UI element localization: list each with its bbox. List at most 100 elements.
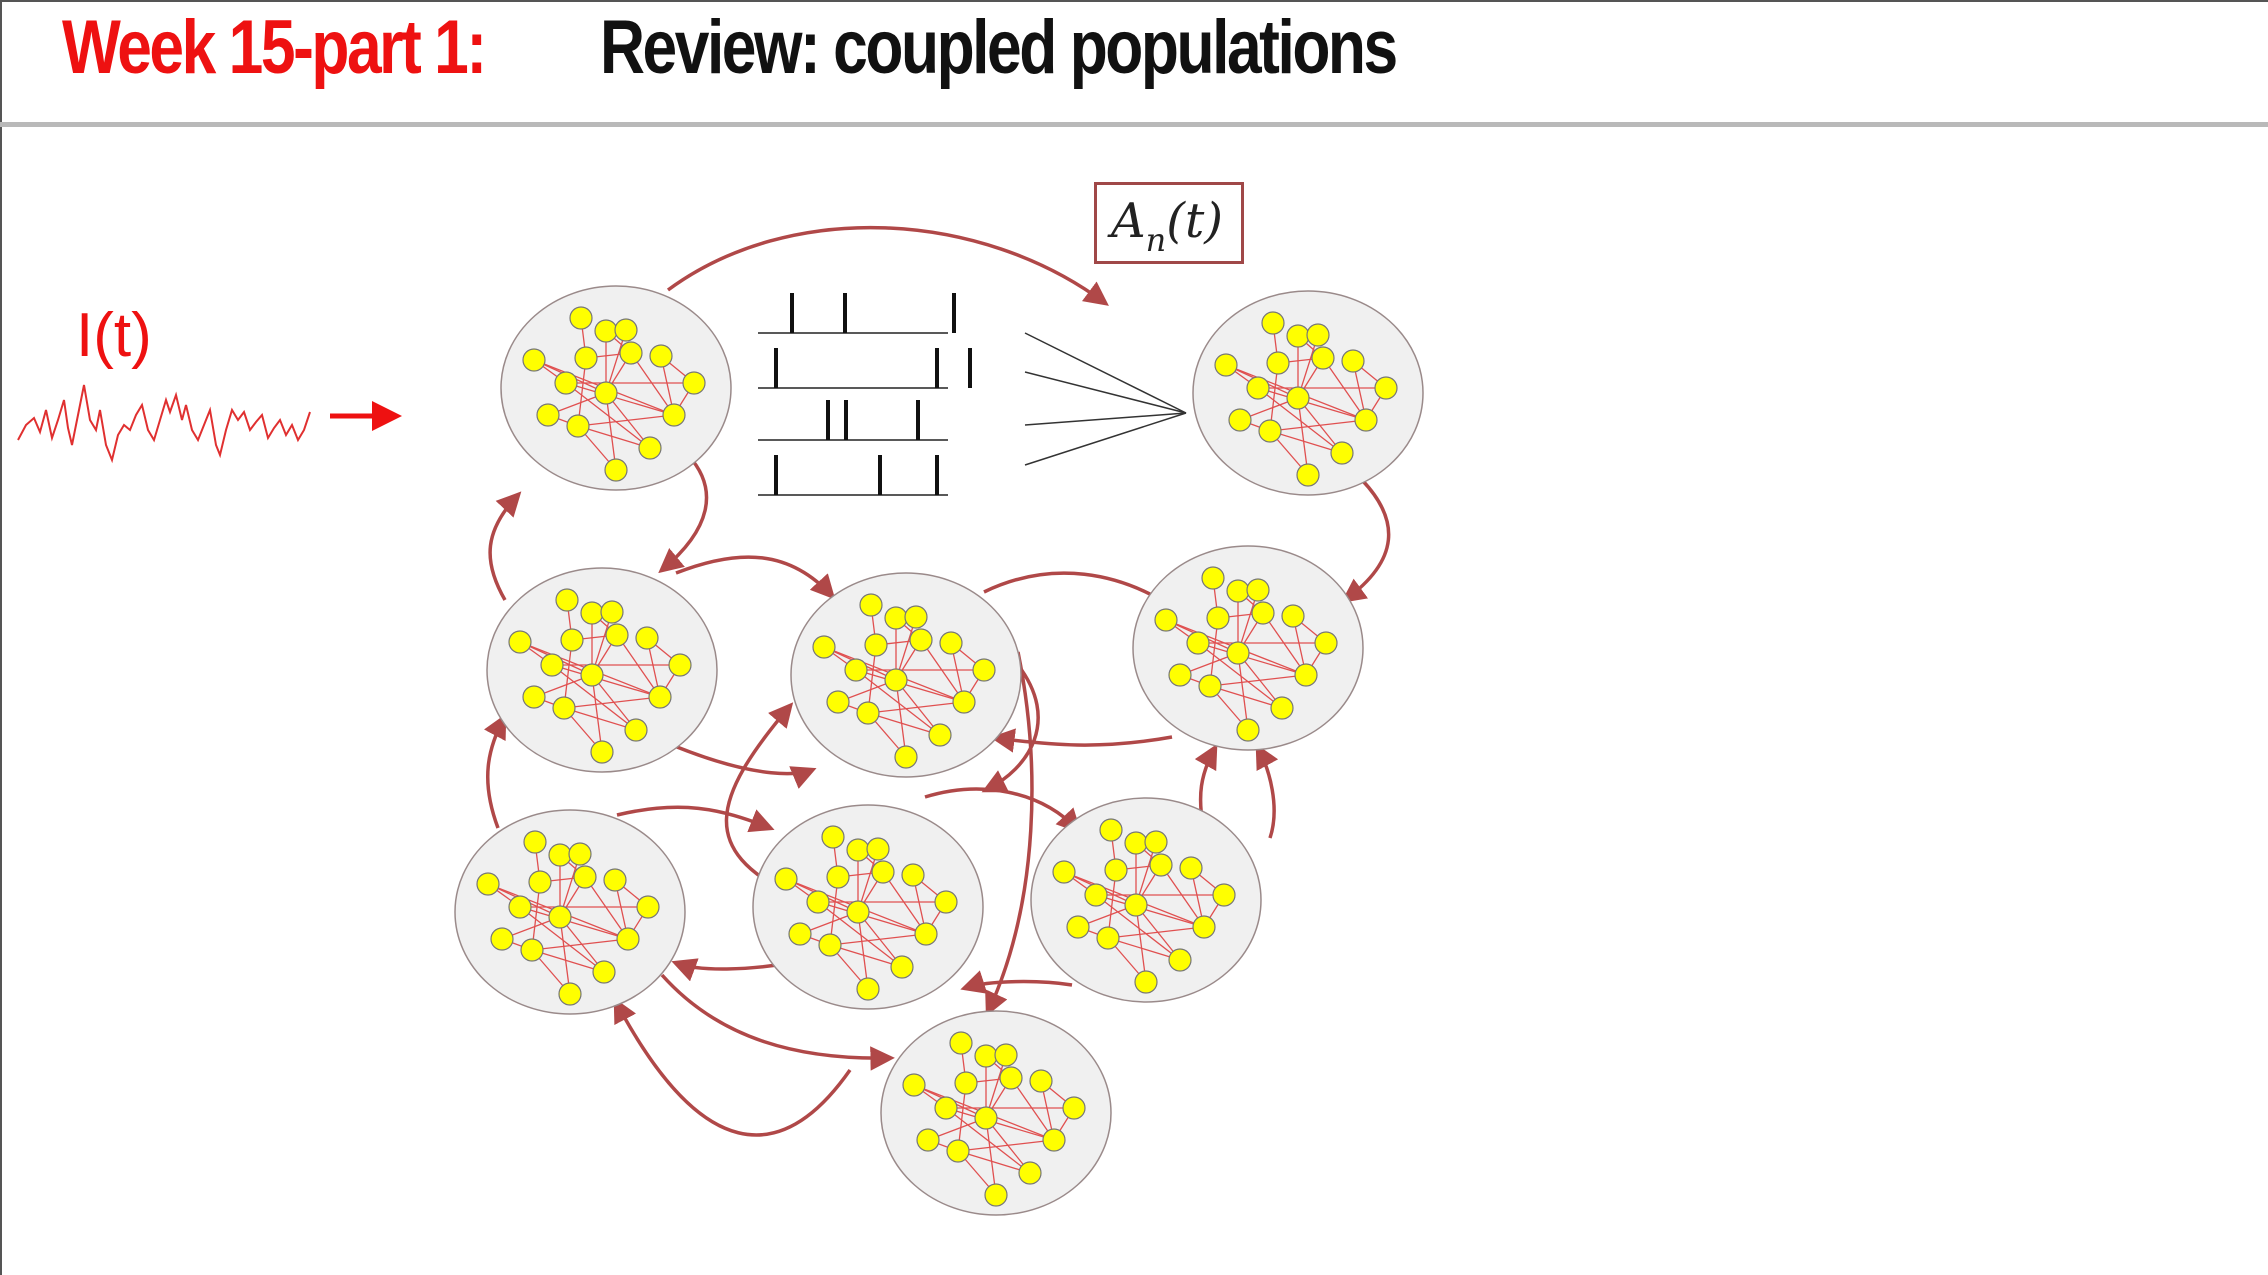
neuron [1306,323,1330,347]
neuron [624,718,648,742]
population-lower-left [454,809,686,1015]
synapse [957,1140,1054,1152]
synapse [563,697,660,709]
neuron [909,628,933,652]
synapse [985,1117,996,1195]
connection-arrow [985,651,1034,1017]
neuron [548,905,572,929]
neuron [508,630,532,654]
neuron [1236,718,1260,742]
synapse [817,901,926,934]
neuron [616,927,640,951]
neuron [1052,860,1076,884]
synapse [855,669,940,735]
neuron [939,631,963,655]
connection-arrow [488,491,522,601]
synapse [920,639,964,702]
synapse [1297,397,1308,475]
neuron [894,745,918,769]
neuron [523,830,547,854]
population-middle-center [790,572,1022,778]
spike-trains-group [758,293,972,496]
neuron [974,1044,998,1068]
neuron [826,690,850,714]
synapse [577,425,650,448]
neuron [554,371,578,395]
neuron [508,895,532,919]
neuron [1286,324,1310,348]
neuron [984,1183,1008,1207]
neuron [856,977,880,1001]
neuron [890,955,914,979]
neuron [884,606,908,630]
synapse [605,392,616,470]
neuron [638,436,662,460]
spike-train-2 [758,348,972,389]
neuron [649,344,673,368]
neuron [603,868,627,892]
synapse [1095,894,1180,960]
neuron [1124,893,1148,917]
synapse [531,949,604,972]
population-lower-right [1030,797,1262,1003]
neuron [946,1139,970,1163]
neuron [1042,1128,1066,1152]
neuron [600,600,624,624]
neuron [871,860,895,884]
neuron [594,319,618,343]
neuron [574,346,598,370]
synapse [531,939,628,951]
title-bar: Week 15-part 1: Review: coupled populati… [0,0,2268,124]
activity-argument: (t) [1166,193,1224,249]
neuron [668,653,692,677]
neuron [1311,346,1335,370]
synapse [855,669,964,702]
neuron [1154,608,1178,632]
neuron [1124,831,1148,855]
neuron [1066,915,1090,939]
neuron [1062,1096,1086,1120]
neuron [1084,883,1108,907]
neuron [594,381,618,405]
neuron [1246,578,1270,602]
neuron [1258,419,1282,443]
synapse [559,916,570,994]
population-top-left [500,285,732,491]
population-connections [483,225,1391,1137]
connection-arrow [658,453,709,574]
neuron [548,843,572,867]
summation-lines [1024,332,1187,466]
title-week-label: Week 15-part 1: [62,5,487,90]
synapse [630,352,674,415]
neuron [788,922,812,946]
activity-subscript: n [1145,221,1167,259]
neuron [916,1128,940,1152]
neuron [605,623,629,647]
population-activity-label: An(t) [1111,193,1224,259]
neuron [1228,408,1252,432]
spike-train-3 [758,400,948,441]
neuron [1099,818,1123,842]
neuron [490,927,514,951]
neuron [1294,663,1318,687]
neuron [1134,970,1158,994]
connection-arrow [1341,478,1391,603]
neuron [1144,830,1168,854]
neuron [859,593,883,617]
input-current-label: I(t) [76,301,152,370]
neuron [1251,601,1275,625]
synapse [519,906,604,972]
connection-arrow [676,745,817,789]
neuron [999,1066,1023,1090]
neuron [1168,948,1192,972]
synapse [867,702,964,714]
neuron [1354,408,1378,432]
connection-arrow [660,973,895,1071]
neuron [1341,349,1365,373]
population-middle-left [486,567,718,773]
synapse [551,664,660,697]
synapse [895,679,906,757]
neuron [952,690,976,714]
